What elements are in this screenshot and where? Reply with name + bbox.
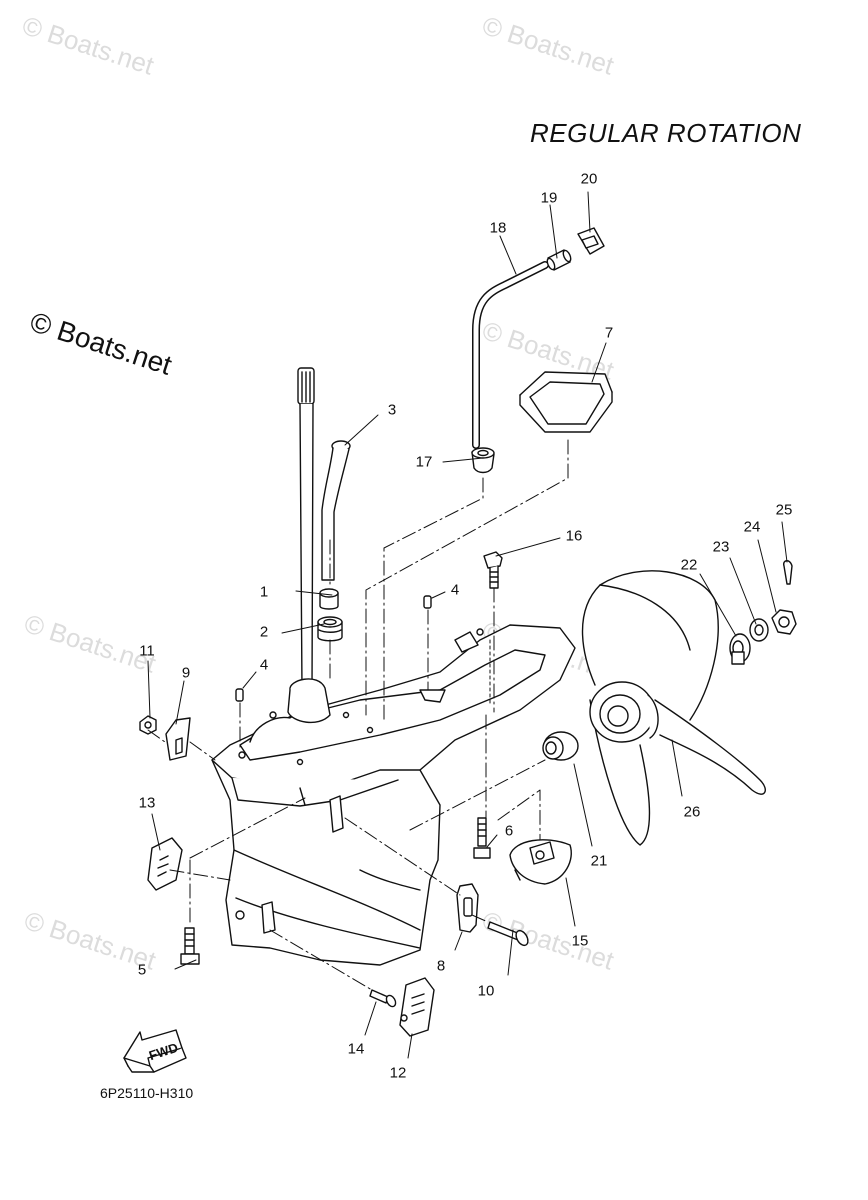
callout-20: 20 xyxy=(580,170,598,188)
plate-part-12 xyxy=(399,977,435,1037)
washer-part-23 xyxy=(749,618,769,642)
bolt-part-16 xyxy=(483,551,503,589)
screw-part-14 xyxy=(369,989,397,1008)
grommet-part-17 xyxy=(471,447,495,474)
nut-part-24 xyxy=(771,609,797,635)
callout-15: 15 xyxy=(571,932,589,950)
callout-16: 16 xyxy=(565,527,583,545)
anode-part-15 xyxy=(509,839,572,885)
callout-11: 11 xyxy=(139,642,155,660)
callout-10: 10 xyxy=(477,982,495,1000)
callout-25: 25 xyxy=(775,501,793,519)
fwd-arrow: FWD xyxy=(123,1029,187,1073)
clip-part-20 xyxy=(577,227,605,255)
callout-26: 26 xyxy=(683,803,701,821)
drive-shaft xyxy=(287,367,331,724)
pipe-part-18 xyxy=(472,261,549,449)
dowel-pin-part-4 xyxy=(235,595,432,702)
diagram-title: REGULAR ROTATION xyxy=(530,118,802,148)
callout-18: 18 xyxy=(489,219,507,237)
callout-4a: 4 xyxy=(259,656,269,674)
plate-part-13 xyxy=(147,837,183,891)
assembly-lines xyxy=(147,439,569,991)
screw-part-10 xyxy=(487,921,529,947)
callout-24: 24 xyxy=(743,518,761,536)
leader-lines xyxy=(147,191,788,1059)
propeller-part-26 xyxy=(581,570,766,846)
callout-14: 14 xyxy=(347,1040,365,1058)
callout-21: 21 xyxy=(590,852,608,870)
callout-8: 8 xyxy=(436,957,446,975)
plate-part-9 xyxy=(165,717,191,761)
callout-9: 9 xyxy=(181,664,191,682)
seal-part-21 xyxy=(542,731,579,761)
grommet-part-1 xyxy=(319,588,339,610)
callout-19: 19 xyxy=(540,189,558,207)
callout-5: 5 xyxy=(137,961,147,979)
gasket-part-7 xyxy=(519,371,613,433)
bolt-part-6 xyxy=(473,817,491,859)
callout-4b: 4 xyxy=(450,581,460,599)
lower-casing xyxy=(211,624,576,966)
callout-17: 17 xyxy=(415,453,433,471)
bolt-part-5 xyxy=(180,927,200,965)
callout-23: 23 xyxy=(712,538,730,556)
seal-part-2 xyxy=(317,616,343,642)
callout-13: 13 xyxy=(138,794,156,812)
callout-6: 6 xyxy=(504,822,514,840)
cotter-pin-part-25 xyxy=(782,560,793,585)
plate-part-8 xyxy=(456,883,479,933)
sleeve-part-19 xyxy=(546,249,572,271)
callout-7: 7 xyxy=(604,324,614,342)
water-tube-part-3 xyxy=(321,440,351,581)
spacer-part-22 xyxy=(729,633,751,665)
callout-3: 3 xyxy=(387,401,397,419)
diagram-code: 6P25110-H310 xyxy=(100,1085,194,1101)
callout-1: 1 xyxy=(259,583,269,601)
callout-22: 22 xyxy=(680,556,698,574)
callout-2: 2 xyxy=(259,623,269,641)
nut-part-11 xyxy=(139,715,157,735)
callout-12: 12 xyxy=(389,1064,407,1082)
